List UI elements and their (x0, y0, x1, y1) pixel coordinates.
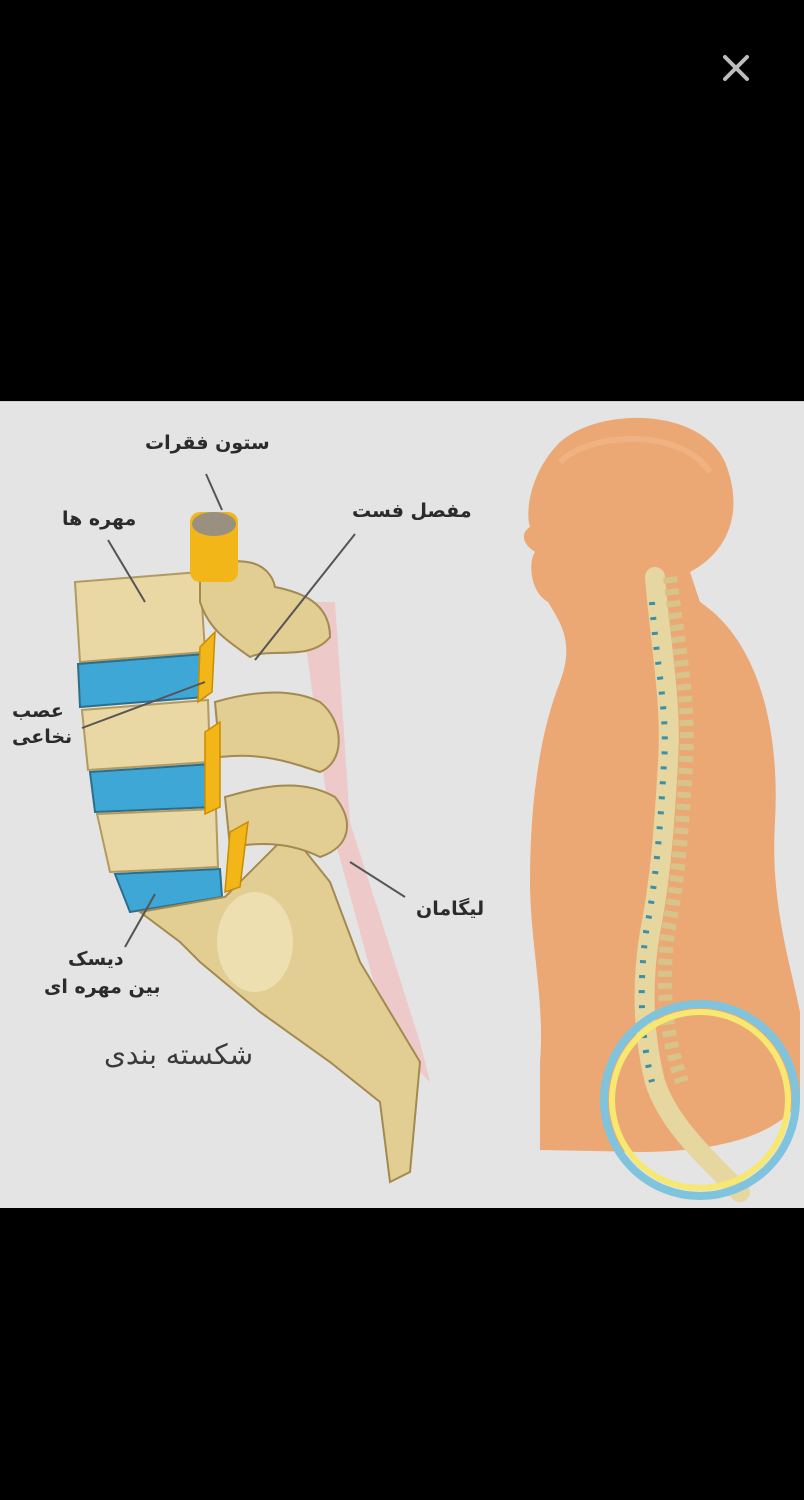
caption-orthopedics: شکسته بندی (104, 1038, 254, 1071)
highlight-halo (600, 1000, 800, 1200)
label-facet-joint: مفصل فست (352, 500, 472, 522)
close-icon (723, 55, 749, 81)
spine-illustration (73, 417, 800, 1202)
close-button[interactable] (716, 48, 756, 88)
label-ligament: لیگامان (416, 898, 485, 920)
label-disc-2: بین مهره ای (44, 976, 161, 998)
label-disc-1: دیسک (68, 948, 124, 970)
spine-anatomy-image: ستون فقرات مهره ها مفصل فست عصب نخاعی لی… (0, 401, 804, 1208)
lumbar-spine (73, 512, 430, 1184)
leader-lines (81, 473, 406, 948)
label-spinal-nerve-2: نخاعی (12, 726, 73, 748)
label-spinal-column: ستون فقرات (145, 432, 270, 454)
label-spinal-nerve-1: عصب (12, 700, 64, 722)
label-vertebrae: مهره ها (62, 508, 137, 530)
